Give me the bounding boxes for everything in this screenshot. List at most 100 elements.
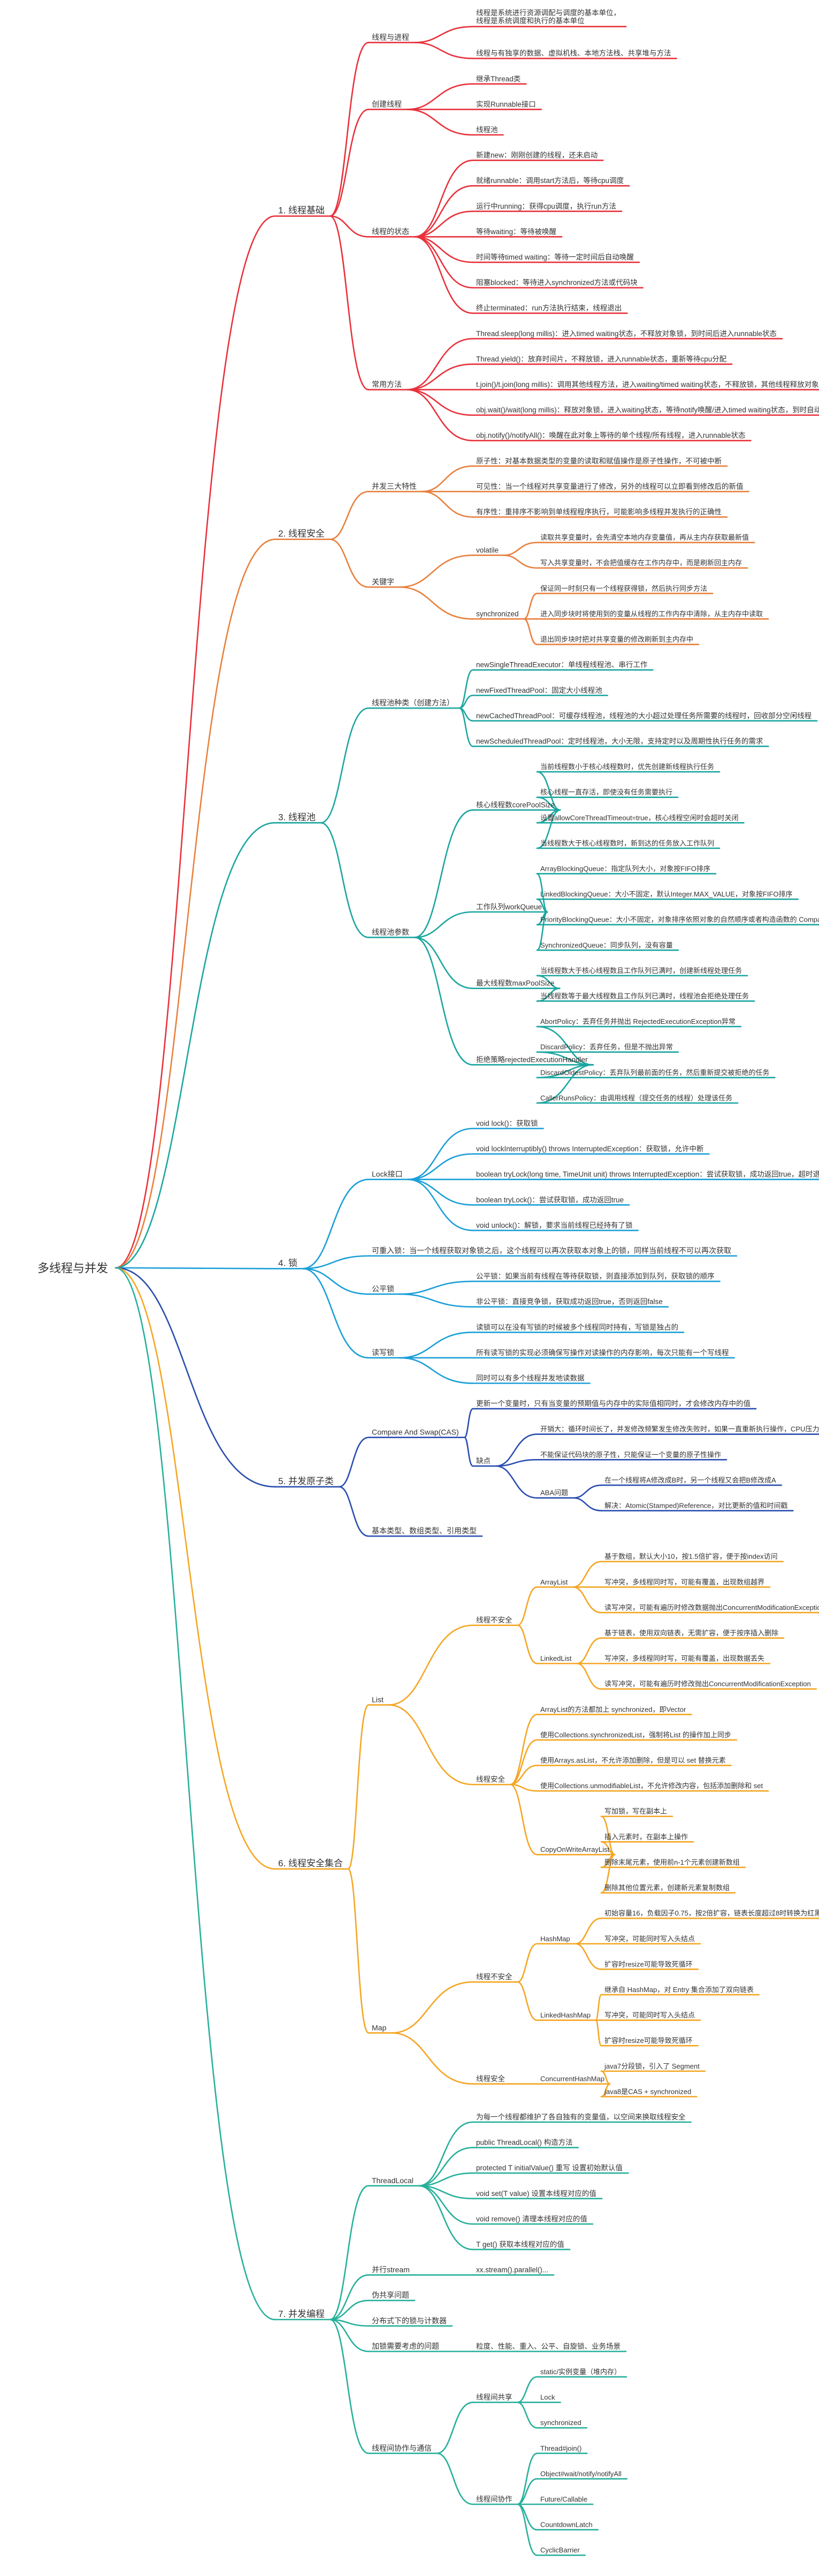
- node-4-lock: Lock: [540, 2393, 555, 2402]
- node-3-runnable: 实现Runnable接口: [476, 100, 536, 108]
- connector-line: [517, 2376, 538, 2403]
- node-3-terminated-run: 终止terminated：run方法执行结束，线程退出: [476, 304, 622, 312]
- node-5-node: 写冲突，可能同时写入头结点: [604, 2011, 695, 2019]
- node-3-node: 有序性：重排序不影响到单线程程序执行，可能影响多线程并发执行的正确性: [476, 507, 722, 516]
- connector-line: [399, 1293, 474, 1308]
- node-1-6: 6. 线程安全集合: [278, 1858, 343, 1868]
- node-4-node: 当线程数大于核心线程数且工作队列已满时，创建新线程处理任务: [540, 967, 742, 975]
- connector-line: [414, 26, 474, 43]
- connector-line: [391, 1981, 474, 2034]
- node-3-thread-sleep-long-millis-tim: Thread.sleep(long millis)：进入timed waitin…: [476, 330, 777, 338]
- node-4-collections-unmodifiablelist: 使用Collections.unmodifiableList，不允许修改内容，包…: [540, 1782, 763, 1790]
- connector-line: [576, 1662, 602, 1690]
- node-3-node: 可见性：当一个线程对共享变量进行了修改，另外的线程可以立即看到修改后的新值: [476, 482, 744, 490]
- connector-line: [338, 1437, 370, 1488]
- node-3-node: 为每一个线程都维护了各自独有的变量值，以空间来换取线程安全: [476, 2113, 686, 2121]
- node-4-synchronizedqueue: SynchronizedQueue：同步队列，没有容量: [540, 941, 673, 949]
- connector-line: [302, 1268, 370, 1295]
- connector-line: [495, 1459, 538, 1467]
- connector-line: [536, 1064, 594, 1104]
- node-3-node: 线程安全: [476, 2075, 505, 2083]
- connector-line: [523, 592, 538, 620]
- connector-line: [391, 2032, 474, 2085]
- connector-line: [572, 1497, 602, 1511]
- node-3-running-cpu-run: 运行中running：获得cpu调度，执行run方法: [476, 202, 616, 210]
- node-3-true-false: 非公平锁：直接竞争锁，获取成功返回true，否则返回false: [476, 1297, 663, 1306]
- node-3-corepoolsize: 核心线程数corePoolSize: [476, 801, 555, 809]
- connector-line: [575, 1943, 602, 1970]
- connector-line: [114, 1267, 276, 1870]
- connector-line: [414, 809, 474, 938]
- node-2-threadlocal: ThreadLocal: [372, 2176, 414, 2185]
- node-3-node: 同时可以有多个线程并发地读数据: [476, 1374, 585, 1382]
- node-3-node: 原子性：对基本数据类型的变量的读取和赋值操作是原子性操作，不可被中断: [476, 457, 722, 465]
- node-5-a-b-b-a: 在一个线程将A修改成B时，另一个线程又会把B修改成A: [604, 1476, 776, 1484]
- node-4-node: 退出同步块时把对共享变量的修改刷新到主内存中: [540, 635, 693, 643]
- connector-line: [421, 465, 474, 492]
- node-2-node: 公平锁: [372, 1285, 394, 1293]
- connector-line: [536, 1025, 594, 1066]
- connector-line: [509, 1714, 538, 1785]
- node-5-atomic-stamped-reference: 解决：Atomic(Stamped)Reference，对比更新的值和时间戳: [604, 1502, 787, 1510]
- connector-line: [572, 1561, 602, 1588]
- connector-line: [407, 1153, 474, 1180]
- node-3-newscheduledthreadpool: newScheduledThreadPool：定时线程池，大小无限，支持定时以及…: [476, 737, 763, 745]
- node-1-7: 7. 并发编程: [278, 2309, 325, 2319]
- connector-line: [399, 554, 474, 588]
- connector-line: [418, 2147, 474, 2187]
- connector-line: [503, 554, 538, 569]
- node-4-node: 保证同一时刻只有一个线程获得锁，然后执行同步方法: [540, 584, 707, 592]
- node-3-waiting: 等待waiting：等待被唤醒: [476, 227, 557, 235]
- connector-line: [458, 707, 474, 747]
- connector-line: [320, 707, 370, 824]
- node-2-node: 线程池参数: [372, 928, 409, 936]
- node-4-countdownlatch: CountdownLatch: [540, 2521, 593, 2529]
- connector-line: [458, 669, 474, 709]
- connector-line: [595, 2019, 602, 2047]
- mindmap-connectors: [114, 26, 819, 2556]
- connector-line: [407, 1128, 474, 1180]
- connector-line: [517, 2503, 538, 2531]
- node-4-discardoldestpolicy: DiscardOldestPolicy：丢弃队列最前面的任务，然后重新提交被拒绝…: [540, 1068, 769, 1076]
- node-4-linkedblockingqueue-integer-: LinkedBlockingQueue：大小不固定，默认Integer.MAX_…: [540, 890, 793, 898]
- node-3-node: 线程是系统进行资源调配与调度的基本单位，线程是系统调度和执行的基本单位: [476, 9, 621, 25]
- node-3-boolean-trylock-long-time-ti: boolean tryLock(long time, TimeUnit unit…: [476, 1171, 819, 1179]
- connector-line: [517, 1624, 538, 1665]
- connector-line: [329, 491, 370, 540]
- node-2-node: 线程间协作与通信: [372, 2444, 432, 2452]
- connector-line: [329, 2299, 370, 2321]
- node-1-2: 2. 线程安全: [278, 529, 325, 539]
- connector-line: [517, 1981, 538, 2021]
- connector-line: [523, 618, 538, 645]
- node-1-3: 3. 线程池: [278, 812, 316, 822]
- node-3-blocked-synchronized: 阻塞blocked：等待进入synchronized方法或代码块: [476, 278, 638, 287]
- node-5-10-1-5-index: 基于数组，默认大小10，按1.5倍扩容，便于按index访问: [604, 1553, 778, 1561]
- node-4-node: 当线程数等于最大线程数且工作队列已满时，线程池会拒绝处理任务: [540, 992, 749, 1000]
- connector-line: [302, 1268, 370, 1359]
- connector-line: [517, 1943, 538, 1983]
- node-4-static: static/实例变量（堆内存）: [540, 2368, 621, 2376]
- connector-line: [114, 822, 276, 1269]
- connector-line: [114, 215, 276, 1269]
- node-4-linkedhashmap: LinkedHashMap: [540, 2011, 591, 2019]
- connector-line: [436, 2452, 474, 2505]
- node-5-node: 写冲突，多线程同时写，可能有覆盖，出现数组越界: [604, 1578, 764, 1586]
- connector-line: [388, 1704, 474, 1785]
- node-3-node: 读锁可以在没有写锁的时候被多个线程同时持有，写锁是独占的: [476, 1323, 678, 1331]
- node-3-synchronized: synchronized: [476, 610, 519, 618]
- node-5-java8-cas-synchronized: java8是CAS + synchronized: [604, 2087, 691, 2095]
- node-3-node: 线程池: [476, 126, 498, 134]
- node-2-node: 关键字: [372, 577, 394, 586]
- node-3-runnable-start-cpu: 就绪runnable：调用start方法后，等待cpu调度: [476, 176, 624, 185]
- node-1-1: 1. 线程基础: [278, 206, 325, 216]
- node-5-node: 删除其他位置元素，创建新元素复制数组: [604, 1884, 730, 1892]
- node-4-node: 读取共享变量时，会先清空本地内存变量值，再从主内存获取最新值: [540, 534, 749, 542]
- node-3-public-threadlocal: public ThreadLocal() 构造方法: [476, 2139, 573, 2147]
- connector-line: [495, 1465, 538, 1499]
- connector-line: [302, 1179, 370, 1270]
- connector-line: [406, 109, 474, 136]
- connector-line: [414, 210, 474, 238]
- node-5-resize: 扩容时resize可能导致死循环: [604, 1960, 693, 1968]
- connector-line: [414, 236, 474, 263]
- node-4-node: 当线程数大于核心线程数时，新到达的任务放入工作队列: [540, 839, 714, 847]
